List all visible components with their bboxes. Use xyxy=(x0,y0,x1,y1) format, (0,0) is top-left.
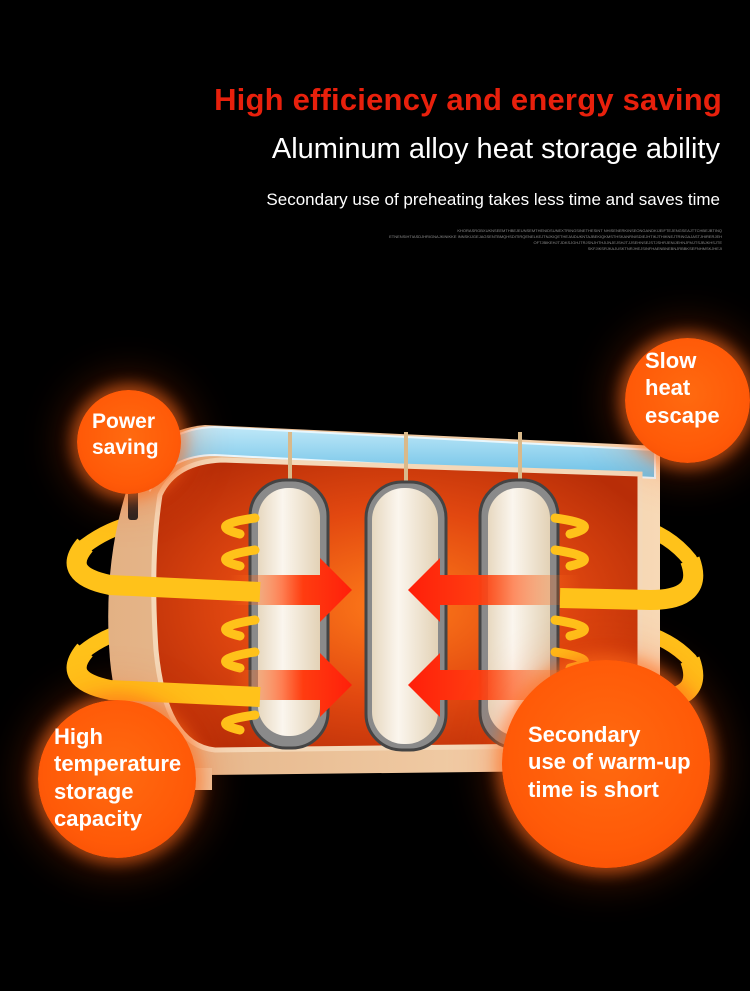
headline: High efficiency and energy saving xyxy=(214,82,722,117)
slow-heat-escape-badge xyxy=(625,338,750,463)
badge-line: capacity xyxy=(54,805,143,831)
power-saving-badge xyxy=(77,390,181,494)
secondary-use-label: Secondary use of warm-up time is short xyxy=(528,721,691,803)
badge-line: saving xyxy=(92,436,159,460)
high-temperature-label: High temperature storage capacity xyxy=(54,723,181,832)
fine-print-line: KHORASRGBXUKNSEEMTHBEJEUNSEMTHENIDSUNEXT… xyxy=(457,228,722,233)
high-temperature-badge xyxy=(38,700,196,858)
badge-line: Slow xyxy=(645,348,697,373)
heat-arrows xyxy=(230,558,580,717)
badge-line: time is short xyxy=(528,776,659,802)
badge-line: High xyxy=(54,724,103,749)
badge-line: temperature xyxy=(54,751,182,777)
tagline: Secondary use of preheating takes less t… xyxy=(266,190,720,209)
power-saving-label: Power saving xyxy=(92,409,159,461)
badge-line: escape xyxy=(645,402,720,428)
fine-print-line: SKFJIKSRJKAJUSKTNRJHEJSINFHAENBNEBNJRBBK… xyxy=(587,246,722,251)
badge-line: heat xyxy=(645,375,691,401)
fine-print-line: ETNENSIHTIASDJHRIGNAJKINIKKE INNSKIJGEJA… xyxy=(389,234,722,239)
outer-swirl-front xyxy=(66,538,704,711)
slow-heat-escape-label: Slow heat escape xyxy=(645,347,720,429)
sausage-machine-illustration xyxy=(66,425,704,790)
badge-line: storage xyxy=(54,778,134,804)
fine-print-line: OFTJBIKEHJTJDKSJGHJTRJSNJHTHJIJNJEJSHJTJ… xyxy=(533,240,722,245)
badge-line: use of warm-up xyxy=(528,749,691,775)
subheadline: Aluminum alloy heat storage ability xyxy=(271,133,720,165)
badge-line: Power xyxy=(92,410,156,433)
badge-line: Secondary xyxy=(528,722,641,747)
secondary-use-badge xyxy=(502,660,710,868)
